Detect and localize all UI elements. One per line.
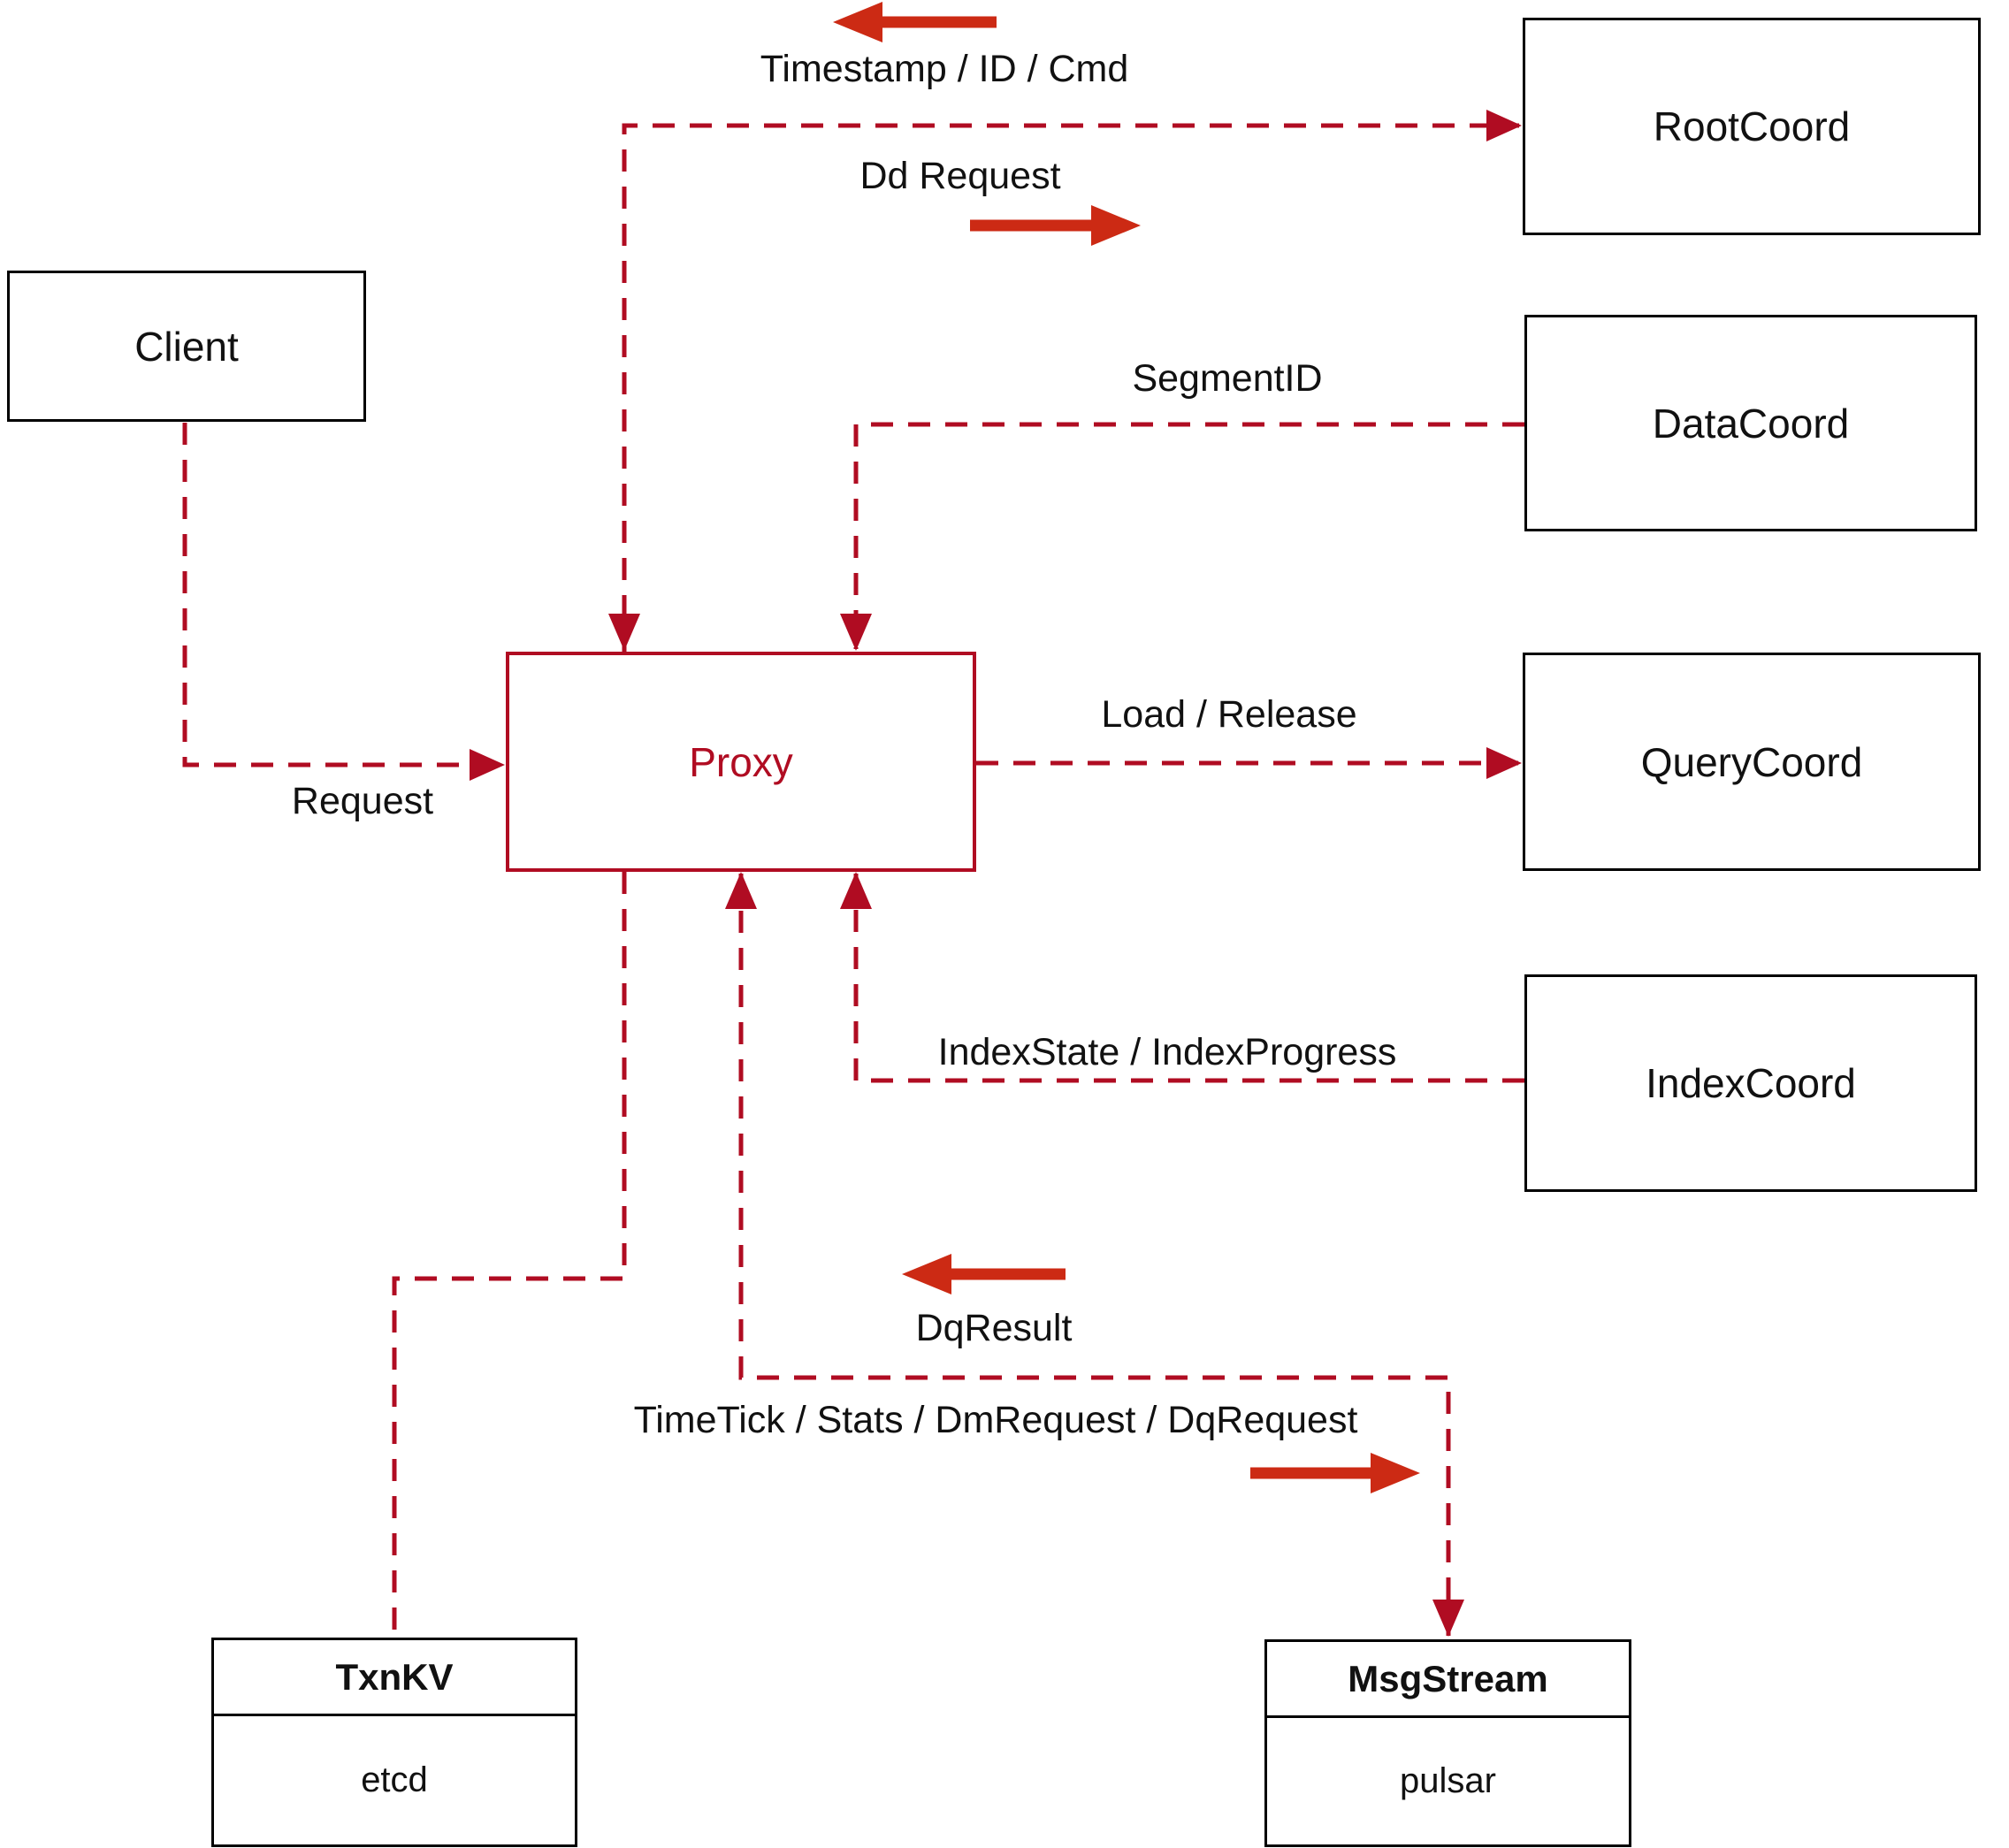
arrow-left-timestamp-icon	[833, 2, 997, 42]
node-indexcoord: IndexCoord	[1524, 974, 1977, 1192]
connector-proxy-msgstream	[738, 874, 1451, 1636]
arrowhead-into-proxy-bottom-left-icon	[725, 872, 757, 909]
connector-client-proxy	[182, 423, 500, 767]
node-rootcoord-label: RootCoord	[1653, 103, 1851, 149]
arrow-right-dd-request-icon	[970, 205, 1141, 246]
label-time-tick: TimeTick / Stats / DmRequest / DqRequest	[633, 1399, 1358, 1441]
arrowhead-into-proxy-left-icon	[470, 749, 505, 781]
node-txnkv-body: etcd	[361, 1760, 428, 1799]
node-indexcoord-label: IndexCoord	[1646, 1060, 1856, 1106]
node-datacoord-label: DataCoord	[1652, 400, 1850, 447]
label-segment-id: SegmentID	[1132, 357, 1323, 400]
arrow-left-dq-result-icon	[902, 1254, 1066, 1294]
node-client: Client	[7, 271, 366, 422]
node-txnkv: TxnKV etcd	[211, 1638, 577, 1847]
node-rootcoord: RootCoord	[1523, 18, 1981, 235]
node-querycoord-label: QueryCoord	[1640, 738, 1863, 785]
label-load-release: Load / Release	[1101, 693, 1357, 736]
label-dd-request: Dd Request	[859, 155, 1061, 197]
arrowhead-into-msgstream-icon	[1432, 1600, 1464, 1637]
arrowhead-into-proxy-bottom-right-icon	[840, 872, 872, 909]
arrow-right-time-tick-icon	[1250, 1453, 1420, 1493]
connector-proxy-rootcoord	[622, 123, 1519, 654]
arrowhead-into-proxy-top-right-icon	[840, 614, 872, 651]
node-msgstream-body: pulsar	[1400, 1761, 1496, 1800]
label-dq-result: DqResult	[915, 1307, 1073, 1349]
arrowhead-into-rootcoord-icon	[1486, 110, 1522, 141]
connector-proxy-txnkv	[392, 872, 627, 1636]
arrowhead-into-proxy-top-left-icon	[608, 614, 640, 651]
node-msgstream: MsgStream pulsar	[1264, 1639, 1631, 1847]
label-request: Request	[291, 780, 434, 822]
label-index-state-progress: IndexState / IndexProgress	[937, 1031, 1397, 1073]
label-timestamp-id-cmd: Timestamp / ID / Cmd	[760, 48, 1129, 90]
node-querycoord: QueryCoord	[1523, 653, 1981, 871]
node-datacoord: DataCoord	[1524, 315, 1977, 531]
connector-indexcoord-proxy	[853, 874, 1524, 1083]
node-proxy: Proxy	[506, 652, 976, 872]
connector-datacoord-proxy	[853, 422, 1524, 649]
node-client-label: Client	[134, 323, 239, 370]
node-txnkv-title: TxnKV	[214, 1640, 575, 1716]
node-msgstream-title: MsgStream	[1267, 1642, 1629, 1718]
arrowhead-into-querycoord-icon	[1486, 747, 1522, 779]
node-proxy-label: Proxy	[689, 738, 793, 785]
